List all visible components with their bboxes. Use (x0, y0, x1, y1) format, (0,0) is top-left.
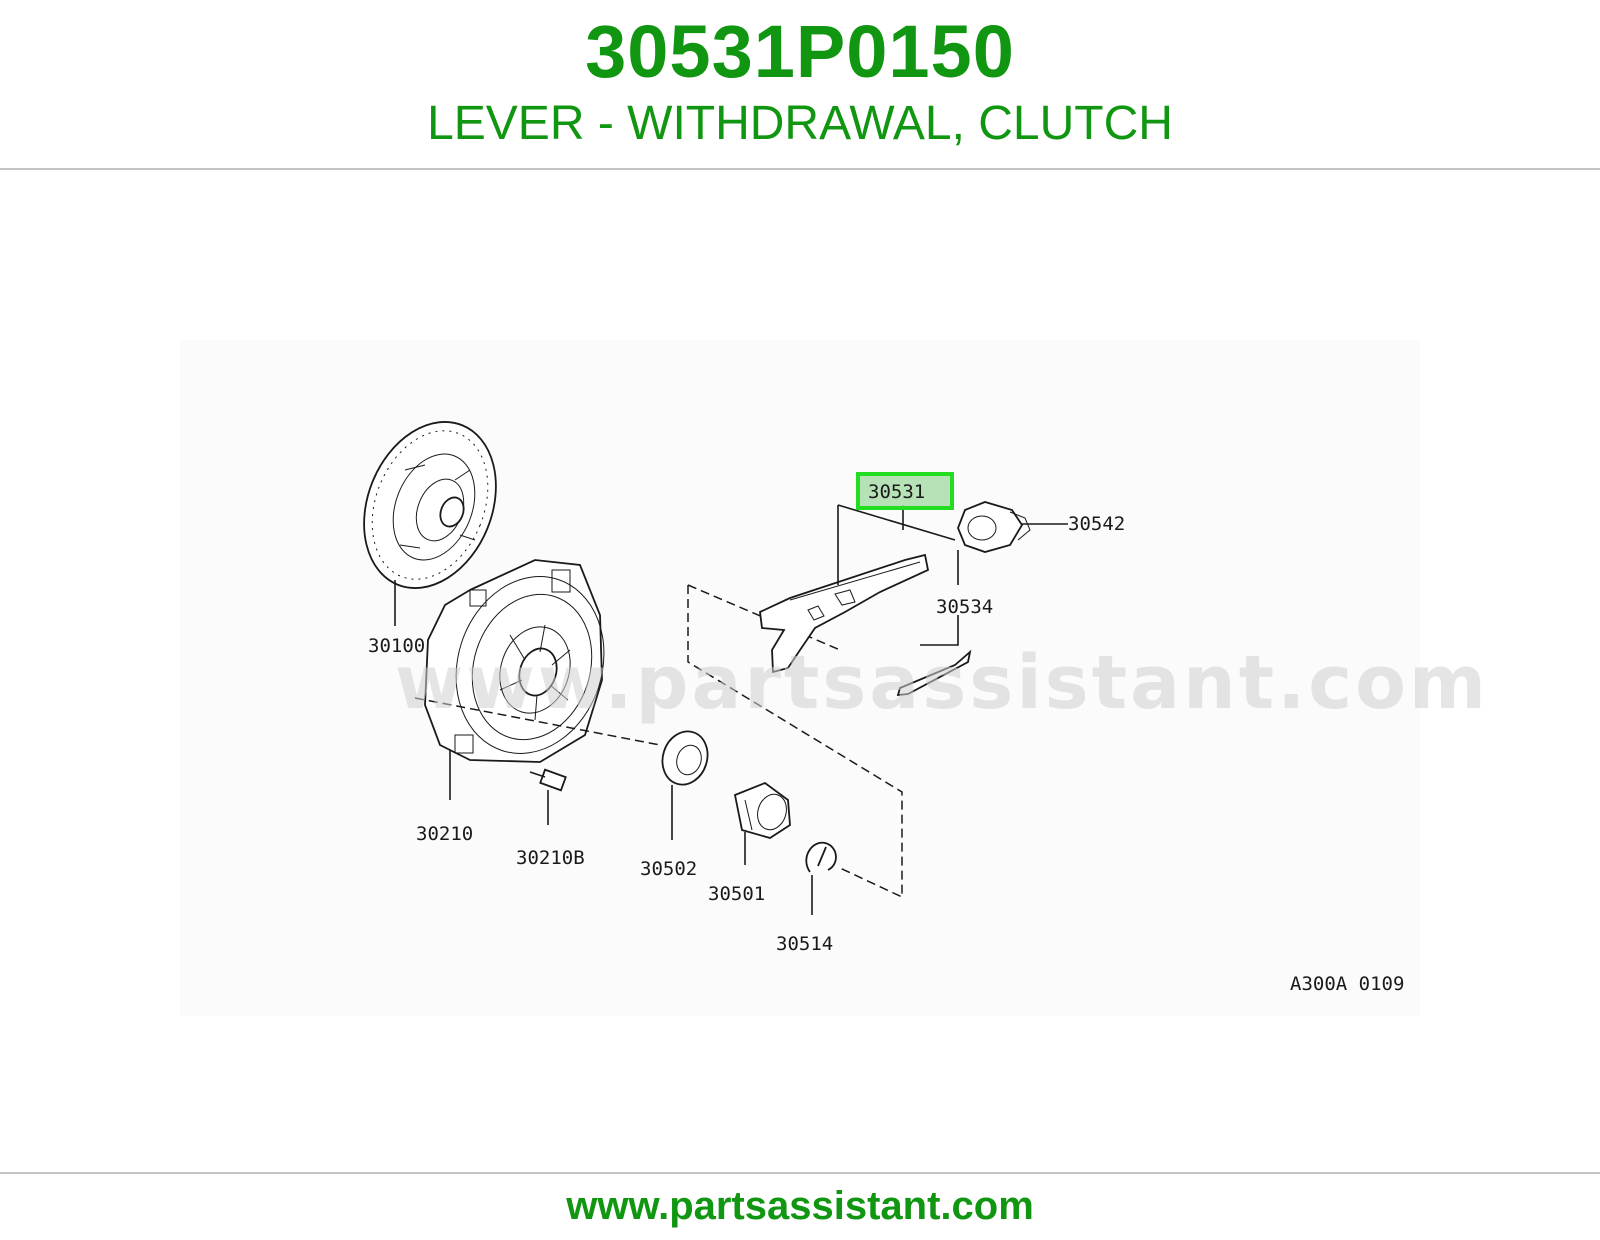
leader-30534 (920, 550, 959, 646)
part-name-subtitle: LEVER - WITHDRAWAL, CLUTCH (427, 97, 1173, 150)
assembly-dashed-box (687, 585, 903, 899)
footer-divider (0, 1172, 1600, 1174)
bolt-part[interactable] (529, 768, 567, 792)
header-divider (0, 168, 1600, 170)
pressure-plate-cover-part[interactable] (424, 557, 626, 773)
withdrawal-lever-part[interactable] (759, 553, 930, 674)
callout-30514[interactable]: 30514 (776, 933, 833, 955)
callout-30542[interactable]: 30542 (1068, 513, 1125, 535)
return-spring-part[interactable] (896, 649, 972, 697)
footer-website-link[interactable]: www.partsassistant.com (566, 1184, 1034, 1228)
callout-30502[interactable]: 30502 (640, 858, 697, 880)
highlighted-callout-box (856, 472, 954, 510)
callout-30534[interactable]: 30534 (936, 596, 993, 618)
part-number-title: 30531P0150 (585, 10, 1015, 93)
callout-30531[interactable]: 30531 (868, 481, 925, 503)
dust-boot-part[interactable] (957, 501, 1031, 553)
callout-30210[interactable]: 30210 (416, 823, 473, 845)
release-bearing-part[interactable] (656, 726, 715, 791)
diagram-panel (180, 340, 1420, 1016)
clutch-disc-part[interactable] (340, 402, 519, 608)
bearing-sleeve-part[interactable] (733, 781, 791, 839)
callout-30100[interactable]: 30100 (368, 635, 425, 657)
callout-30501[interactable]: 30501 (708, 883, 765, 905)
callout-30210B[interactable]: 30210B (516, 847, 585, 869)
watermark: www.partsassistant.com (395, 640, 1489, 726)
header: 30531P0150 LEVER - WITHDRAWAL, CLUTCH (0, 0, 1600, 168)
diagram-reference-code: A300A 0109 (1290, 973, 1404, 995)
retainer-clip-part[interactable] (805, 841, 837, 873)
